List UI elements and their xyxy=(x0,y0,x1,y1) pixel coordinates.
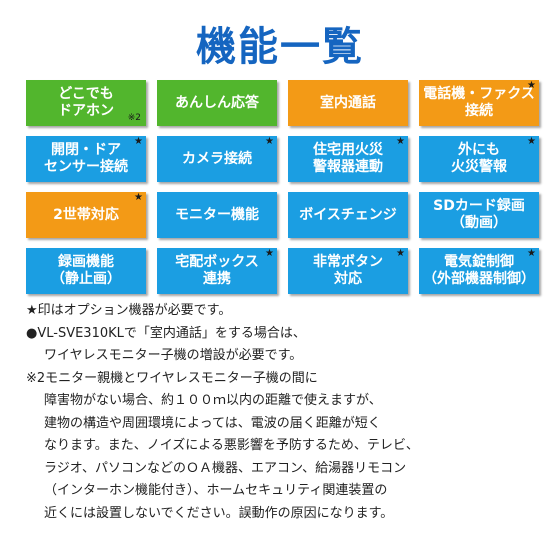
feature-tile: どこでも ドアホン ※2 xyxy=(26,80,146,126)
feature-label: どこでも ドアホン xyxy=(58,86,114,119)
note-model-cont: ワイヤレスモニター子機の増設が必要です。 xyxy=(44,348,303,363)
option-star-icon: ★ xyxy=(527,248,536,259)
feature-tile: 2世帯対応 ★ xyxy=(26,192,146,238)
feature-label: 録画機能 （静止画） xyxy=(51,254,121,287)
option-star-icon: ★ xyxy=(527,80,536,91)
note-2: ※2モニター親機とワイヤレスモニター子機の間に xyxy=(26,370,318,386)
footnote-mark: ※2 xyxy=(127,113,141,123)
note-option-required: ★印はオプション機器が必要です。 xyxy=(26,303,232,318)
note-2-line6: （インターホン機能付き）、ホームセキュリティ関連装置の xyxy=(44,483,388,498)
feature-label: モニター機能 xyxy=(175,206,259,223)
feature-tile: モニター機能 xyxy=(157,192,277,238)
feature-label: あんしん応答 xyxy=(175,94,259,111)
feature-label: 電話機・ファクス 接続 xyxy=(423,86,535,119)
feature-tile: 宅配ボックス 連携 ★ xyxy=(157,248,277,294)
option-star-icon: ★ xyxy=(134,136,143,147)
feature-tile: あんしん応答 xyxy=(157,80,277,126)
option-star-icon: ★ xyxy=(265,136,274,147)
feature-tile: 室内通話 xyxy=(288,80,408,126)
feature-tile: カメラ接続 ★ xyxy=(157,136,277,182)
feature-tile: 電話機・ファクス 接続★ xyxy=(419,80,539,126)
feature-label: 開閉・ドア センサー接続 xyxy=(44,142,128,175)
note-2-line5: ラジオ、パソコンなどのＯＡ機器、エアコン、給湯器リモコン xyxy=(44,460,407,476)
option-star-icon: ★ xyxy=(134,192,143,203)
note-2-line4: なります。また、ノイズによる悪影響を予防するため、テレビ、 xyxy=(44,438,419,453)
option-star-icon: ★ xyxy=(396,248,405,259)
feature-tile: 非常ボタン 対応 ★ xyxy=(288,248,408,294)
feature-label: カメラ接続 xyxy=(182,150,252,167)
feature-tile: ボイスチェンジ xyxy=(288,192,408,238)
feature-tile: 電気錠制御 （外部機器制御）★ xyxy=(419,248,539,294)
feature-label: 非常ボタン 対応 xyxy=(313,254,383,287)
note-model: ●VL-SVE310KLで「室内通話」をする場合は、 xyxy=(26,325,306,341)
option-star-icon: ★ xyxy=(527,136,536,147)
feature-label: 電気錠制御 （外部機器制御） xyxy=(423,254,535,287)
feature-label: 2世帯対応 xyxy=(53,206,119,223)
page-title: 機能一覧 xyxy=(196,24,364,70)
note-2-line3: 建物の構造や周囲環境によっては、電波の届く距離が短く xyxy=(44,415,381,431)
feature-label: 住宅用火災 警報器連動 xyxy=(313,142,383,175)
feature-label: ボイスチェンジ xyxy=(299,206,397,223)
feature-label: 外にも 火災警報 xyxy=(451,142,507,175)
feature-label: SDカード録画 （動画） xyxy=(433,198,525,231)
option-star-icon: ★ xyxy=(396,136,405,147)
feature-tile: SDカード録画 （動画） xyxy=(419,192,539,238)
feature-label: 室内通話 xyxy=(320,94,376,111)
feature-tile: 開閉・ドア センサー接続 ★ xyxy=(26,136,146,182)
feature-label: 宅配ボックス 連携 xyxy=(175,254,259,287)
note-2-line7: 近くには設置しないでください。誤動作の原因になります。 xyxy=(44,505,394,521)
option-star-icon: ★ xyxy=(265,248,274,259)
feature-tile: 録画機能 （静止画） xyxy=(26,248,146,294)
feature-tile: 住宅用火災 警報器連動 ★ xyxy=(288,136,408,182)
feature-tile: 外にも 火災警報 ★ xyxy=(419,136,539,182)
note-2-line2: 障害物がない場合、約１００ｍ以内の距離で使えますが、 xyxy=(44,393,382,408)
notes-section: ★印はオプション機器が必要です。 ●VL-SVE310KLで「室内通話」をする場… xyxy=(26,300,546,525)
